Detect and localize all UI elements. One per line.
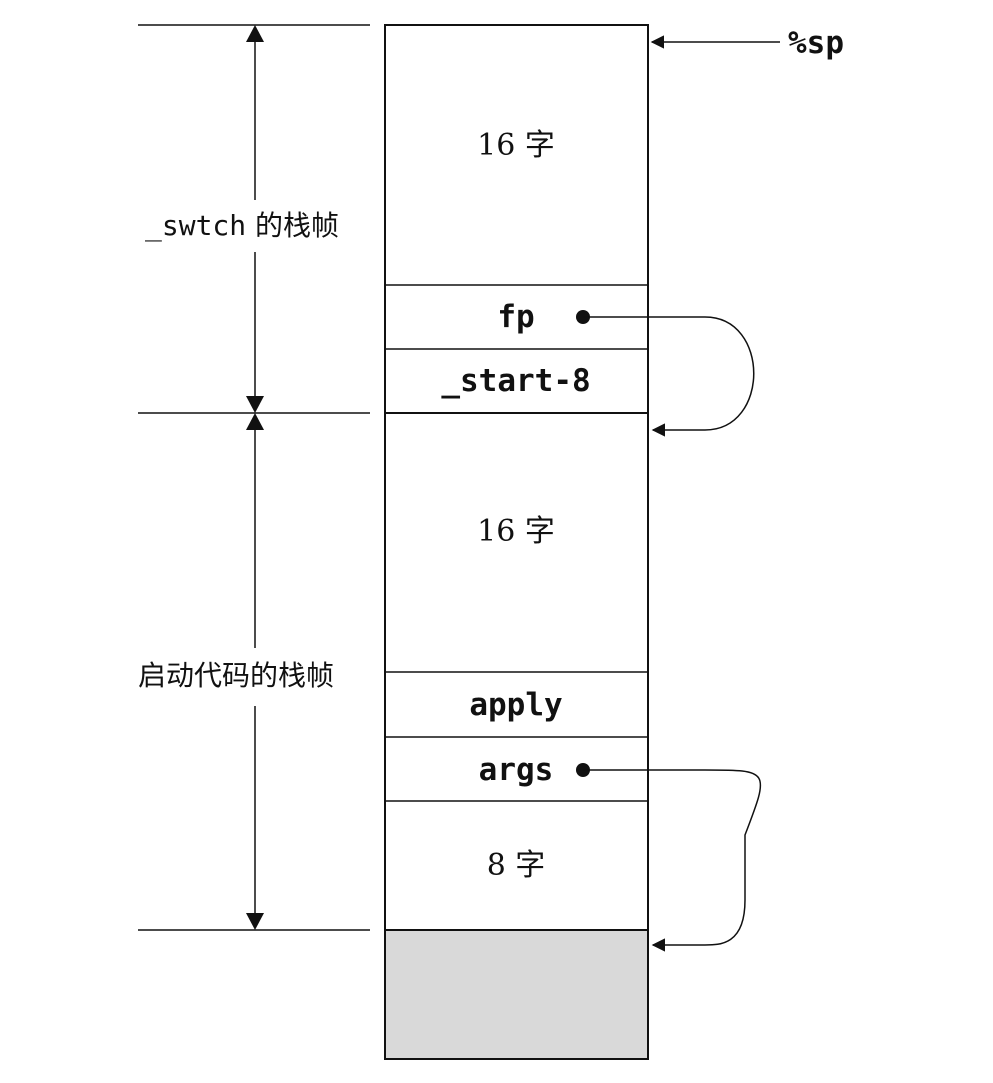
cell-8-words: 8 字 [487,848,546,883]
swtch-frame-dimension [246,25,264,413]
sp-register-label: %sp [788,25,844,61]
args-pointer [576,763,762,952]
cell-start-minus-8: _start-8 [441,363,590,399]
cell-fp: fp [497,299,534,335]
arrow-up-icon [246,25,264,42]
shaded-stack-region [386,931,647,1058]
cell-16-words-top: 16 字 [477,128,555,163]
startup-frame-dimension [246,413,264,930]
cell-apply: apply [469,687,562,723]
cell-args: args [479,752,554,788]
swtch-frame-label: _swtch 的栈帧 [145,209,339,243]
arrow-up-icon [246,413,264,430]
fp-pointer [576,310,755,437]
stack-column [384,24,649,1060]
cell-16-words-bottom: 16 字 [477,514,555,549]
startup-frame-label: 启动代码的栈帧 [138,659,334,692]
arrow-down-icon [246,913,264,930]
stack-outline [384,24,649,1060]
arrow-down-icon [246,396,264,413]
